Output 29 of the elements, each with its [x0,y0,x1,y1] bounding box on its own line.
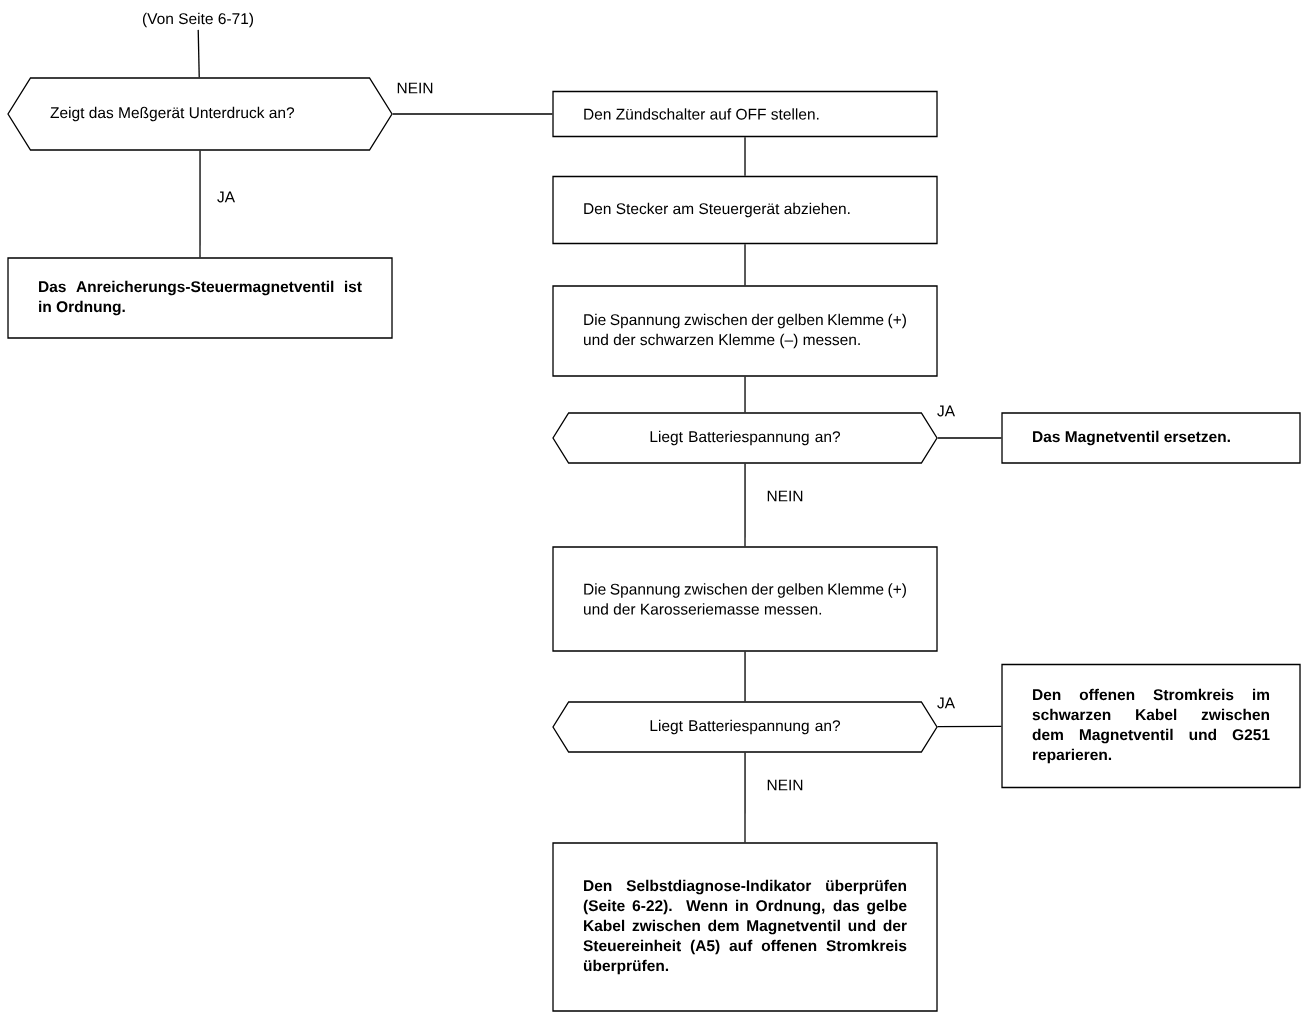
connector-line [744,752,746,843]
process-box: Das Magnetventil ersetzen. [1001,412,1301,464]
process-box: Das Anreicherungs-Steuermagnetventil ist in Ordnung. [7,257,393,339]
process-box: Den Zündschalter auf OFF stellen. [552,90,938,138]
connector-line [744,136,746,177]
decision-hexagon: Zeigt das Meßgerät Unterdruck an? [7,77,393,151]
process-box: Die Spannung zwischen der gelben Klemme (+) und der Karosseriemasse messen. [552,546,938,652]
edge-label: NEIN [397,82,433,94]
decision-hexagon: Liegt Batteriespannung an? [552,412,938,464]
connector-line [197,29,200,78]
edge-label: JA [937,405,955,417]
decision-hexagon: Liegt Batteriespannung an? [552,701,938,753]
edge-label: JA [937,697,955,709]
process-box: Den offenen Stromkreis im schwarzen Kabel zwischen dem Magnetventil und G251 reparieren. [1001,663,1301,789]
process-box: Den Stecker am Steuergerät abziehen. [552,175,938,245]
connector-line [392,113,553,115]
connector-line [744,463,746,547]
process-box: Die Spannung zwischen der gelben Klemme (+) und der schwarzen Klemme (–) messen. [552,285,938,377]
connector-line [937,437,1002,439]
connector-line [744,376,746,413]
edge-label: NEIN [767,779,803,791]
start-label: (Von Seite 6-71) [142,12,254,28]
connector-line [199,150,201,258]
process-box: Den Selbstdiagnose-Indikator überprüfen (Seite 6-22). Wenn in Ordnung, das gelbe Kabel zwischen dem Magnetventil und der Steuereinheit (A5) auf offenen Stromkreis überprüfen. [552,842,938,1012]
connector-line [936,725,1002,728]
connector-line [744,651,746,702]
edge-label: NEIN [767,490,803,502]
edge-label: JA [217,191,235,203]
connector-line [744,243,746,286]
